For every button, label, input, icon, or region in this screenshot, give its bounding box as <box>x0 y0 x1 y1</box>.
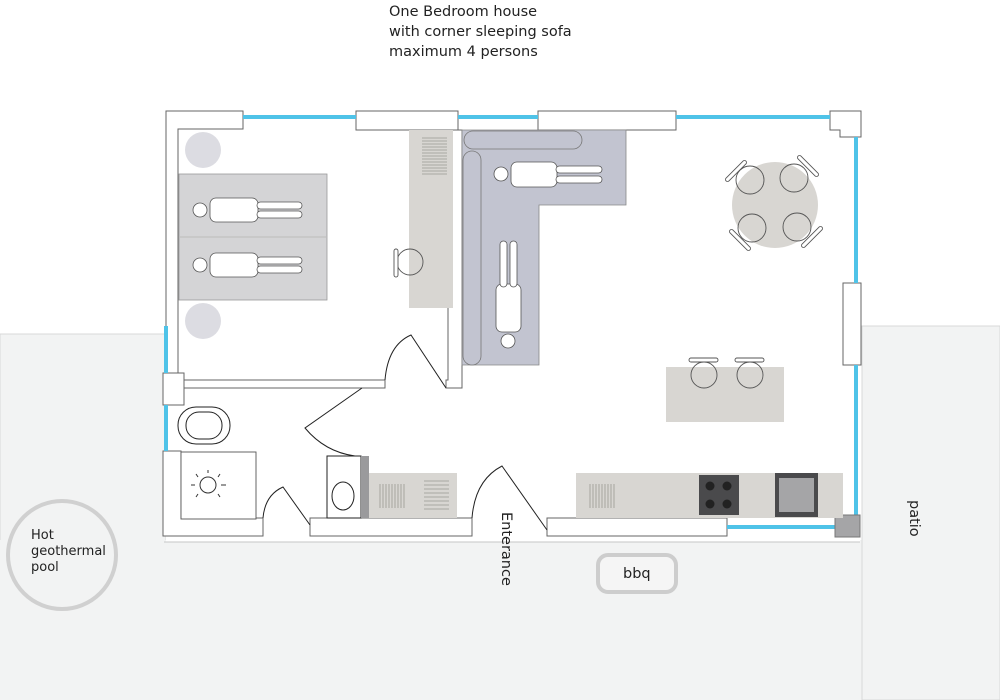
hot-geothermal-pool <box>6 499 118 611</box>
pool-label-line-3: pool <box>31 560 59 575</box>
title-line-1: One Bedroom house <box>389 4 538 20</box>
title-line-2: with corner sleeping sofa <box>389 24 572 40</box>
round-dining-table <box>732 162 818 248</box>
pool-label-line-1: Hot <box>31 528 54 543</box>
bbq-label: bbq <box>623 566 651 582</box>
bbq-icon <box>596 553 678 594</box>
kitchen-island <box>666 367 784 422</box>
oven-icon <box>775 473 818 517</box>
outdoor-ground-bottom <box>0 540 1000 700</box>
nightstand-top <box>185 132 221 168</box>
bathtub <box>177 406 231 445</box>
sleeping-person-icon <box>192 197 303 223</box>
plan-title: One Bedroom house with corner sleeping s… <box>389 2 572 62</box>
toilet <box>326 455 369 519</box>
patio-label: patio <box>906 500 922 537</box>
dining-chairs <box>725 155 823 251</box>
pool-label-line-2: geothermal <box>31 544 106 559</box>
desk-chair <box>393 248 424 278</box>
sleeping-person-icon <box>495 240 522 349</box>
windows <box>164 115 858 529</box>
entrance-door <box>471 465 548 531</box>
shower-tray <box>180 451 257 520</box>
doors[interactable] <box>262 334 548 531</box>
patio-area <box>861 325 1000 700</box>
cooktop-icon <box>699 475 739 515</box>
sleeping-person-icon <box>192 252 303 278</box>
bedroom-door <box>384 334 447 389</box>
title-line-3: maximum 4 persons <box>389 44 538 60</box>
sleeping-person-icon <box>493 161 603 188</box>
bath-door <box>262 486 311 526</box>
wardrobe <box>409 130 453 308</box>
bar-stools <box>688 357 765 389</box>
pool-label: Hot geothermal pool <box>31 528 106 576</box>
bathroom-door <box>304 387 363 457</box>
corner-post <box>834 514 861 538</box>
washing-counter <box>369 473 457 518</box>
double-bed <box>178 173 328 301</box>
nightstand-bottom <box>185 303 221 339</box>
entrance-label: Enterance <box>498 512 514 586</box>
